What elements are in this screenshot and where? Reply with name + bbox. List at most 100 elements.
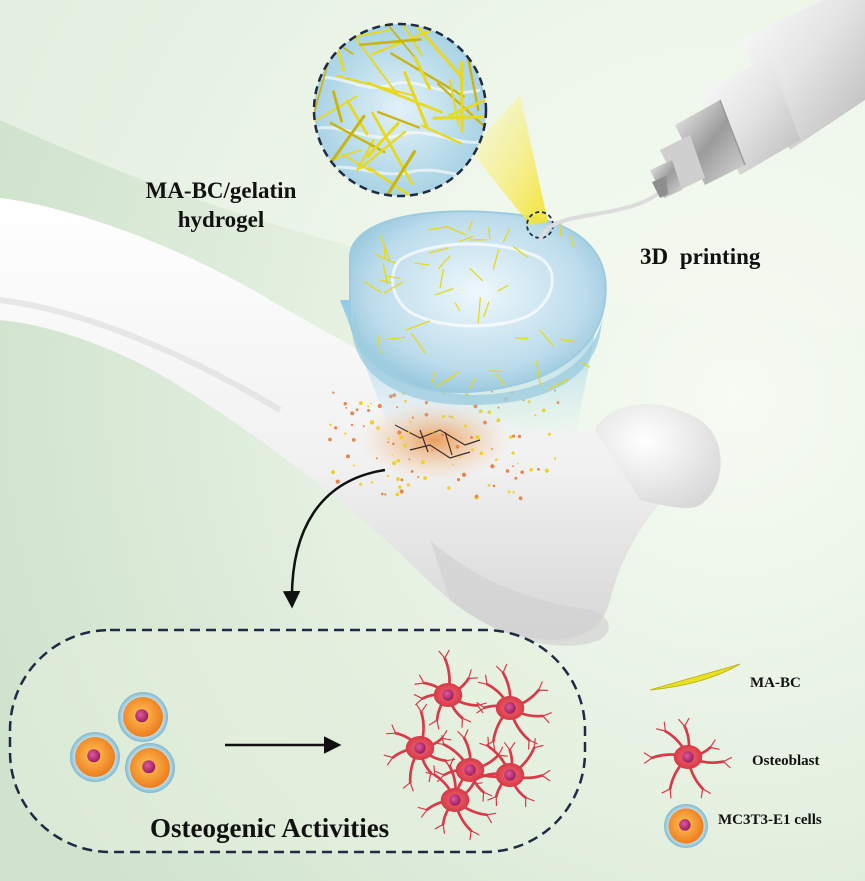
osteoblast-icon [476, 663, 552, 751]
hydrogel-label: MA-BC/gelatin hydrogel [126, 176, 316, 234]
gel-fiber-stroke [385, 336, 406, 341]
particle-dot [512, 491, 515, 494]
legend-mabc-label: MA-BC [750, 675, 801, 691]
particle-dot [345, 406, 348, 409]
gel-fibers [364, 220, 591, 390]
particle-dot [423, 476, 427, 481]
particle-dot [400, 478, 404, 482]
fiber-stroke [460, 60, 464, 133]
particle-dot [406, 483, 410, 487]
cell-icon [664, 804, 708, 848]
gel-fiber-stroke [548, 378, 569, 390]
gel-fiber-stroke [414, 262, 430, 266]
particle-dot [355, 408, 359, 412]
particle-dot [395, 492, 400, 497]
mc3t3-cell-cluster [70, 692, 175, 793]
fiber-stroke [394, 24, 423, 56]
cell-icon [125, 743, 175, 793]
gel-fiber-stroke [382, 263, 389, 285]
particle-dot [370, 481, 374, 484]
gel-fiber-stroke [405, 320, 431, 331]
particle-dot [420, 460, 425, 465]
fiber-stroke [354, 36, 400, 98]
particle-dot [376, 426, 380, 430]
gel-fiber-stroke [468, 220, 473, 231]
fiber-stroke [383, 150, 417, 196]
legend-mabc-icon [649, 663, 741, 691]
gel-fiber-stroke [560, 338, 576, 343]
fiber-stroke [370, 29, 432, 56]
particle-dot [470, 436, 473, 439]
particle-dot [362, 425, 365, 428]
particle-dot [447, 486, 451, 490]
gel-fiber-stroke [459, 235, 474, 242]
gel-fiber-stroke [495, 373, 506, 386]
particle-dot [335, 479, 340, 484]
particle-dot [494, 458, 498, 462]
particle-dot [351, 438, 356, 442]
gel-fiber-stroke [374, 253, 396, 264]
particle-dot [343, 402, 347, 406]
gel-fiber-stroke [428, 226, 447, 231]
gel-fiber-stroke [581, 362, 591, 368]
legend-cell-icon [664, 804, 708, 848]
gel-fiber-stroke [386, 275, 400, 279]
particle-dot [367, 408, 371, 412]
osteoblast-icon [643, 717, 732, 799]
particle-dot [375, 457, 378, 460]
particle-dot [518, 496, 523, 501]
gel-fiber-stroke [379, 279, 392, 284]
particle-dot [392, 460, 397, 466]
hydrogel-label-line2: hydrogel [177, 207, 265, 232]
particle-dot [517, 462, 519, 465]
syringe-nozzle-icon [650, 0, 865, 198]
gel-fiber-stroke [428, 247, 449, 254]
particle-dot [459, 456, 462, 459]
legend-cells-label: MC3T3-E1 cells [718, 812, 822, 828]
particle-dot [487, 484, 491, 487]
particle-dot [410, 469, 414, 473]
gel-fiber-stroke [410, 332, 427, 355]
zoom-circle [312, 22, 488, 198]
particle-dot [384, 493, 387, 496]
osteoblast-network [383, 649, 552, 841]
gel-fiber-stroke [488, 370, 504, 373]
particle-dot [553, 457, 557, 460]
gel-fiber-stroke [469, 267, 483, 282]
fiber-stroke [359, 130, 407, 170]
gel-fiber-stroke [379, 235, 391, 260]
particle-dot [359, 482, 363, 486]
particle-dot [440, 433, 444, 437]
fiber-stroke [466, 52, 480, 112]
gel-fiber-stroke [514, 337, 529, 340]
fiber-stroke [371, 111, 414, 186]
fiber-stroke [314, 95, 358, 137]
particle-dot [399, 435, 404, 440]
gel-fiber-stroke [559, 222, 563, 237]
particle-dot [511, 451, 515, 455]
gel-fiber-stroke [431, 371, 436, 383]
particle-dots [328, 389, 560, 501]
particle-dot [505, 469, 510, 473]
particle-dot [455, 444, 460, 449]
particle-dot [369, 420, 375, 425]
osteoblast-icon [471, 736, 551, 808]
osteoblast-icon [413, 649, 487, 730]
particle-dot [512, 465, 515, 468]
particle-dot [399, 489, 404, 494]
gel-fiber-stroke [502, 227, 511, 243]
particle-dot [470, 448, 474, 452]
particle-dot [456, 478, 461, 482]
fiber-stroke [380, 24, 419, 62]
particle-dot [350, 423, 354, 427]
particle-dot [332, 391, 335, 394]
particle-dot [407, 431, 410, 434]
fiber-stroke [358, 38, 422, 46]
particle-dot [490, 464, 495, 469]
fiber-stroke [366, 121, 400, 158]
particle-dot [452, 463, 455, 466]
femur-bone-icon [0, 198, 721, 646]
particle-dot [391, 454, 394, 456]
